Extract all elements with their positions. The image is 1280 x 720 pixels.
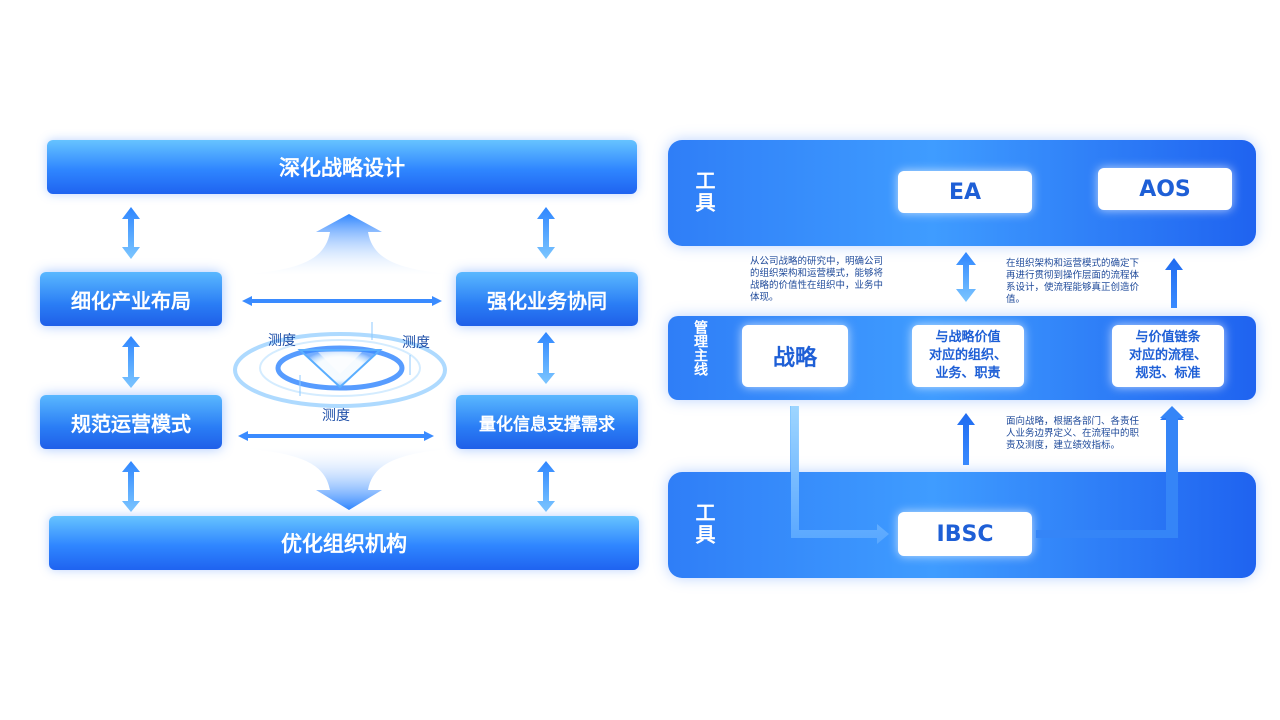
org-box-line2: 对应的组织、 — [928, 348, 1007, 363]
box-strengthen-business-synergy: 强化业务协同 — [456, 272, 638, 326]
strategy-box: 战略 — [742, 325, 848, 387]
top-bar-label: 深化战略设计 — [279, 156, 405, 180]
box-tr-label: 强化业务协同 — [487, 288, 607, 313]
aos-label: AOS — [1139, 176, 1191, 202]
measure-label-left: 测度 — [268, 333, 296, 349]
ibsc-box: IBSC — [898, 512, 1032, 556]
note-right: 在组织架构和运营模式的确定下再进行贯彻到操作层面的流程体系设计，使流程能够真正创… — [1006, 258, 1140, 305]
ibsc-label: IBSC — [936, 521, 994, 547]
bottom-bar-label: 优化组织机构 — [281, 532, 407, 556]
strategy-label: 战略 — [772, 346, 817, 371]
double-arrow-vertical-icon — [956, 252, 976, 302]
bottom-bar: 优化组织机构 — [49, 516, 639, 570]
process-box-line2: 对应的流程、 — [1128, 348, 1207, 363]
process-box-line1: 与价值链条 — [1135, 330, 1201, 345]
tools-top-label: 工具 — [692, 170, 716, 214]
box-standardize-operation-mode: 规范运营模式 — [40, 395, 222, 449]
org-business-box: 与战略价值 对应的组织、 业务、职责 — [912, 325, 1024, 387]
org-box-line1: 与战略价值 — [935, 330, 1001, 345]
note-left: 从公司战略的研究中，明确公司的组织架构和运营模式，能够将战略的价值性在组织中，业… — [750, 256, 884, 303]
management-label: 管理主线 — [692, 320, 708, 376]
note-bottom: 面向战略，根据各部门、各责任人业务边界定义、在流程中的职责及测度，建立绩效指标。 — [1006, 416, 1140, 451]
spread-arrow-down-icon — [240, 448, 458, 510]
box-refine-industry-layout: 细化产业布局 — [40, 272, 222, 326]
measure-label-bottom: 测度 — [322, 408, 350, 424]
box-tl-label: 细化产业布局 — [71, 288, 191, 313]
double-arrow-horizontal-icon — [238, 296, 442, 441]
double-arrow-vertical-icon — [122, 207, 555, 512]
measure-label-right: 测度 — [402, 335, 430, 351]
ea-box: EA — [898, 171, 1032, 213]
process-box-line3: 规范、标准 — [1135, 366, 1201, 381]
box-bl-label: 规范运营模式 — [71, 411, 191, 436]
org-box-line3: 业务、职责 — [935, 366, 1001, 381]
ea-label: EA — [948, 179, 982, 205]
top-bar: 深化战略设计 — [47, 140, 637, 194]
box-quantify-information-needs: 量化信息支撑需求 — [456, 395, 638, 449]
tools-bottom-label: 工具 — [692, 502, 716, 546]
measure-ring-graphic — [233, 322, 447, 408]
spread-arrow-up-icon — [240, 214, 458, 275]
process-standard-box: 与价值链条 对应的流程、 规范、标准 — [1112, 325, 1224, 387]
arrow-up-icon — [957, 258, 1183, 465]
aos-box: AOS — [1098, 168, 1232, 210]
box-br-label: 量化信息支撑需求 — [479, 414, 615, 435]
